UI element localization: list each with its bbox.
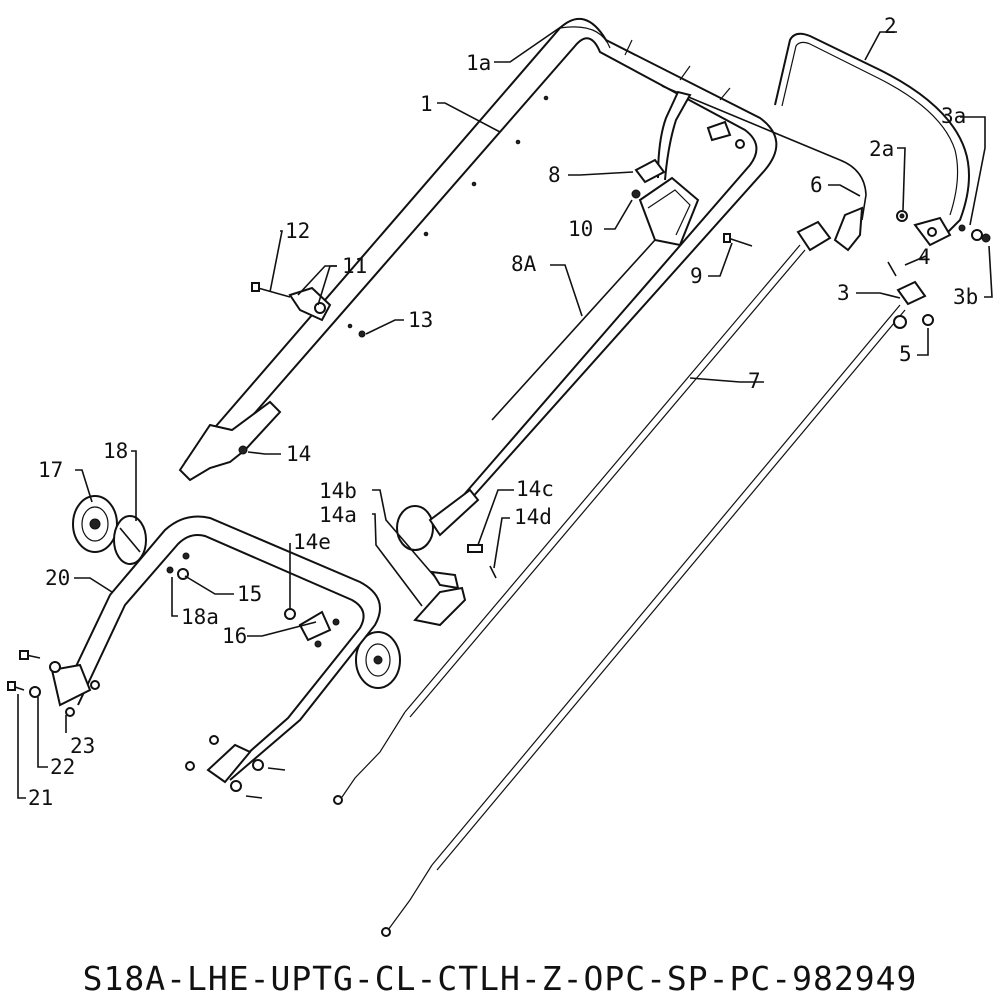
callout-15: 15 (237, 582, 262, 606)
callout-5: 5 (899, 342, 912, 366)
callout-14a: 14a (319, 503, 357, 527)
fasteners-right (887, 210, 991, 326)
knob-part-17 (72, 495, 118, 553)
latch-part-14 (178, 400, 282, 482)
callout-14: 14 (286, 442, 311, 466)
latch-parts-14abcd (413, 544, 497, 627)
knob-right-lower (355, 631, 401, 689)
callout-23: 23 (70, 734, 95, 758)
callout-14e: 14e (293, 530, 331, 554)
leader-lines (17, 21, 993, 799)
callout-18a: 18a (181, 605, 219, 629)
callout-3a: 3a (941, 104, 966, 128)
callout-17: 17 (38, 458, 63, 482)
callout-14d: 14d (514, 505, 552, 529)
knob-right-upper (396, 488, 480, 551)
bail-part-2 (774, 32, 970, 247)
callout-12: 12 (285, 219, 310, 243)
callout-13: 13 (408, 308, 433, 332)
shifter-part-8 (491, 90, 700, 421)
callout-6: 6 (810, 173, 823, 197)
drawing-part-number: S18A-LHE-UPTG-CL-CTLH-Z-OPC-SP-PC-982949 (83, 959, 918, 998)
callout-14c: 14c (516, 477, 554, 501)
callout-3: 3 (837, 281, 850, 305)
callout-8: 8 (548, 163, 561, 187)
lower-handle-part-20 (50, 515, 381, 784)
shift-rod-part-8a (491, 239, 656, 421)
callout-20: 20 (45, 566, 70, 590)
cable-part-7 (333, 220, 832, 805)
callout-11: 11 (342, 254, 367, 278)
callout-14b: 14b (319, 479, 357, 503)
callout-1: 1 (420, 92, 433, 116)
upper-handle-part-1 (184, 18, 778, 506)
callout-16: 16 (222, 624, 247, 648)
callout-4: 4 (918, 245, 931, 269)
cable-part-3-assembly (381, 280, 927, 937)
callout-8A: 8A (511, 252, 537, 276)
callout-2: 2 (884, 14, 897, 38)
callout-21: 21 (28, 786, 53, 810)
bolt-part-9 (723, 233, 753, 247)
callout-3b: 3b (953, 285, 978, 309)
fasteners-lower (7, 552, 340, 799)
callout-7: 7 (748, 369, 761, 393)
callout-labels: 1a 1 2 2a 3a 3 3b 4 5 6 7 8 8A 9 10 11 1… (28, 14, 978, 810)
callout-22: 22 (50, 755, 75, 779)
callout-10: 10 (568, 217, 593, 241)
callout-9: 9 (690, 264, 703, 288)
callout-18: 18 (103, 439, 128, 463)
control-rod-part-6 (661, 85, 867, 252)
knob-part-18 (113, 515, 147, 565)
callout-1a: 1a (466, 51, 491, 75)
callout-2a: 2a (869, 137, 894, 161)
